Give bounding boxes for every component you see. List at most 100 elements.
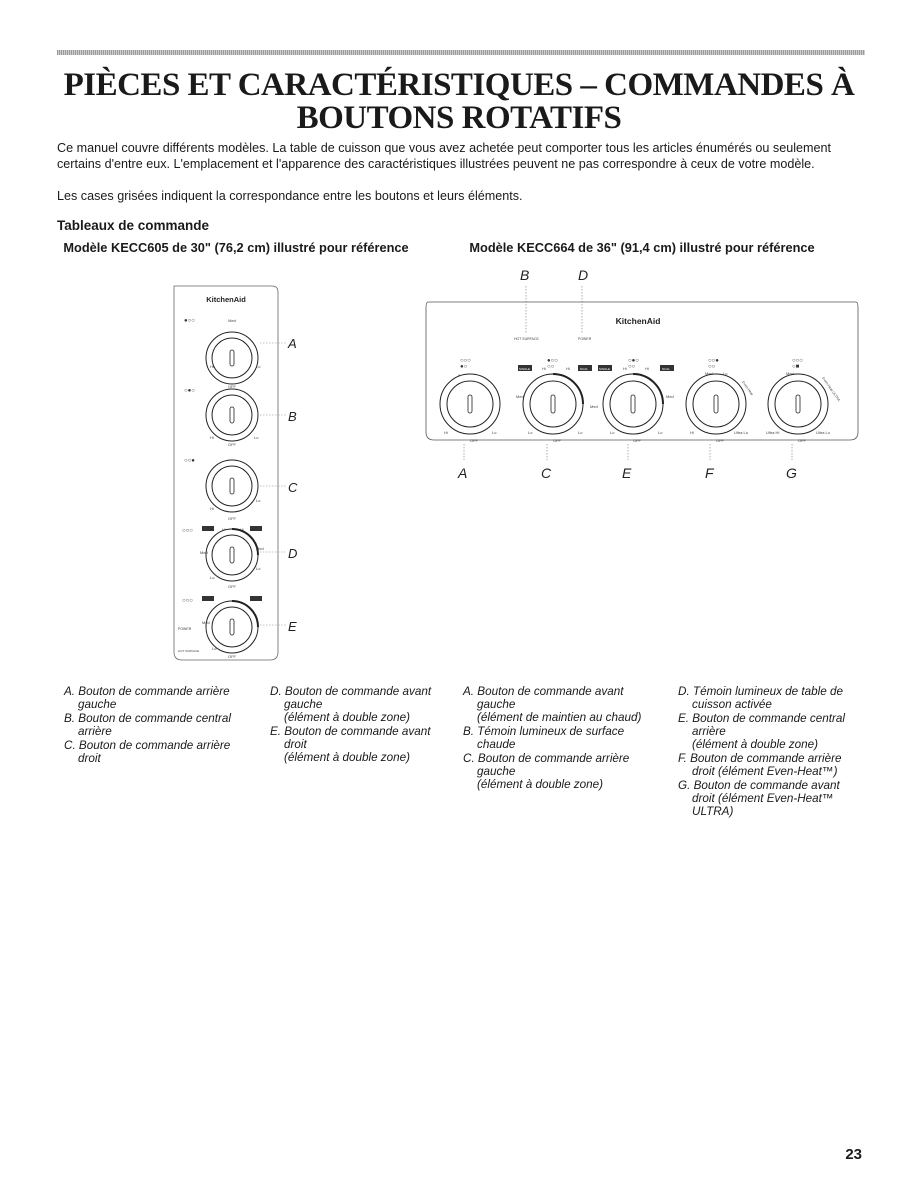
svg-text:Lo: Lo (528, 430, 533, 435)
svg-text:Lo: Lo (578, 430, 583, 435)
svg-text:○○●: ○○● (708, 358, 719, 364)
svg-text:POWER: POWER (178, 627, 192, 631)
svg-text:○○○: ○○○ (182, 598, 193, 604)
svg-text:Lo: Lo (210, 575, 215, 580)
svg-text:OFF: OFF (470, 438, 479, 443)
right-figure-caption: Modèle KECC664 de 36" (91,4 cm) illustré… (469, 240, 815, 255)
svg-text:Lo: Lo (492, 430, 497, 435)
svg-text:○●○: ○●○ (628, 358, 639, 364)
svg-text:Hi: Hi (542, 366, 546, 371)
svg-text:Hi: Hi (222, 527, 226, 532)
svg-text:○○: ○○ (547, 364, 555, 370)
left-control-panel-figure: KitchenAid ●○○ Med Hi Lo OFF A ○●○ Med H… (173, 285, 298, 661)
right-knob-g: ○○○ ○■ Med Even-Heat ULTRA Ultra Hi Ultr… (766, 358, 841, 443)
left-brand-logo: KitchenAid (206, 295, 246, 304)
left-callout-b: B (288, 409, 297, 424)
right-callout-c: C (541, 465, 552, 481)
svg-text:OFF: OFF (228, 584, 237, 589)
left-knob-e: ○○○ POWER Med Lo HOT SURFACE OFF (178, 596, 262, 659)
left-knob-c: ○○● Med Hi Lo OFF (184, 458, 261, 521)
right-brand-logo: KitchenAid (616, 316, 661, 326)
right-callout-d: D (578, 267, 588, 283)
left-figure-caption: Modèle KECC605 de 30" (76,2 cm) illustré… (63, 240, 409, 255)
svg-text:Lo: Lo (256, 364, 261, 369)
svg-text:Med: Med (202, 620, 210, 625)
svg-text:Hi: Hi (645, 366, 649, 371)
svg-text:Hi: Hi (210, 435, 214, 440)
svg-text:OFF: OFF (633, 438, 642, 443)
svg-text:●○○: ●○○ (547, 358, 558, 364)
left-knob-a: ●○○ Med Hi Lo OFF (184, 318, 261, 389)
svg-text:Med: Med (256, 546, 264, 551)
svg-text:○○○: ○○○ (460, 358, 471, 364)
left-callout-c: C (288, 480, 298, 495)
page-title-line2: BOUTONS ROTATIFS (296, 100, 622, 136)
svg-text:Hi: Hi (623, 366, 627, 371)
svg-text:Ultra Lo: Ultra Lo (734, 430, 749, 435)
right-callout-f: F (705, 465, 715, 481)
svg-text:●○○: ●○○ (184, 318, 195, 324)
svg-text:OFF: OFF (716, 438, 725, 443)
svg-text:Hi: Hi (566, 366, 570, 371)
svg-text:●○: ●○ (460, 364, 468, 370)
svg-text:POWER: POWER (578, 337, 592, 341)
left-callout-d: D (288, 546, 297, 561)
svg-text:Hi: Hi (210, 506, 214, 511)
right-callout-e: E (622, 465, 632, 481)
page-number: 23 (845, 1146, 862, 1163)
left-knob-b: ○●○ Med Hi Lo OFF (184, 388, 259, 447)
svg-text:○○○: ○○○ (792, 358, 803, 364)
top-rule (57, 50, 865, 55)
left-knob-d: ○○○ Hi Hi Med Med Lo Lo OFF (182, 526, 264, 589)
right-knob-f: ○○● ○○ Med Lo Even-Heat Hi Ultra Lo OFF (685, 358, 754, 443)
svg-text:○○: ○○ (708, 364, 716, 370)
right-callout-b: B (520, 267, 529, 283)
svg-text:○○○: ○○○ (182, 528, 193, 534)
svg-text:Med: Med (200, 550, 208, 555)
right-knob-c: ●○○ ○○ SINGLE DUAL Hi Hi Med Lo Lo OFF (516, 358, 592, 443)
svg-text:Lo: Lo (212, 646, 217, 651)
svg-text:OFF: OFF (228, 516, 237, 521)
svg-text:DUAL: DUAL (580, 367, 588, 371)
svg-text:HOT SURFACE: HOT SURFACE (178, 649, 199, 653)
left-callout-e: E (288, 619, 297, 634)
svg-text:SINGLE: SINGLE (519, 367, 530, 371)
svg-text:Hi: Hi (240, 527, 244, 532)
svg-text:○○: ○○ (628, 364, 636, 370)
svg-text:Lo: Lo (256, 498, 261, 503)
svg-text:SINGLE: SINGLE (599, 367, 610, 371)
svg-text:OFF: OFF (228, 442, 237, 447)
svg-text:○■: ○■ (792, 364, 800, 370)
svg-text:Hi: Hi (444, 430, 448, 435)
svg-text:Lo: Lo (254, 435, 259, 440)
svg-text:Lo: Lo (723, 371, 728, 376)
left-callout-a: A (287, 336, 297, 351)
svg-text:HOT SURFACE: HOT SURFACE (514, 337, 539, 341)
right-control-panel-figure: B D KitchenAid HOT SURFACE POWER ○○○ ●○ … (425, 267, 859, 481)
svg-text:Lo: Lo (256, 566, 261, 571)
svg-text:Med: Med (705, 371, 713, 376)
svg-text:Med: Med (590, 404, 598, 409)
svg-text:Ultra Lo: Ultra Lo (816, 430, 831, 435)
intro-paragraph: Ce manuel couvre différents modèles. La … (57, 141, 832, 171)
svg-text:Hi: Hi (690, 430, 694, 435)
section-title: Tableaux de commande (57, 218, 210, 233)
page-title-line1: PIÈCES ET CARACTÉRISTIQUES – COMMANDES À (63, 67, 855, 103)
right-knob-e: ○●○ ○○ SINGLE DUAL Hi Hi Med Med Lo Lo O… (590, 358, 674, 443)
